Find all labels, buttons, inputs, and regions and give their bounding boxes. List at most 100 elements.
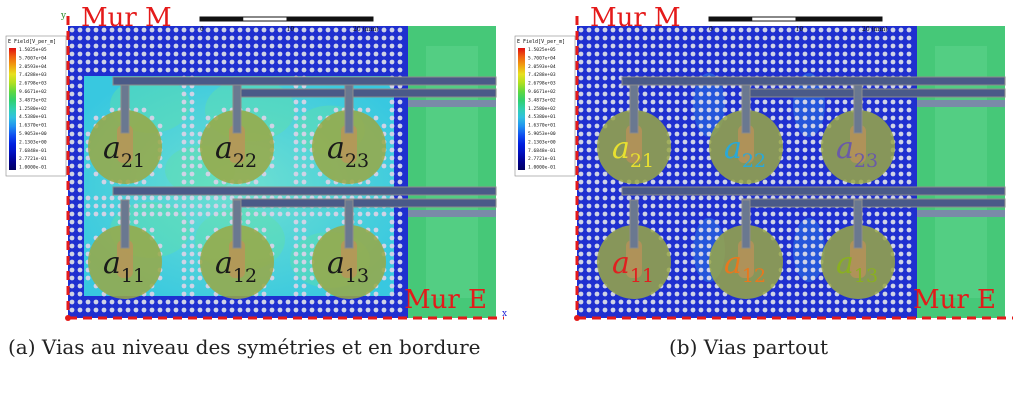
resonator-stub: [853, 199, 863, 249]
resonator-feed: [229, 240, 245, 278]
resonator-feed: [229, 125, 245, 163]
legend-value: 1.0000e-01: [528, 165, 556, 171]
wall-label-top: Mur M: [81, 3, 172, 33]
legend-title: E Field[V_per_m]: [8, 39, 56, 45]
legend-colorbar: [9, 48, 16, 170]
legend-value: 5.7007e+04: [528, 55, 556, 61]
legend-value: 2.7721e-01: [19, 156, 47, 162]
resonator-stub: [344, 199, 354, 249]
via-grid: [578, 27, 912, 313]
legend-value: 1.2580e+02: [528, 106, 556, 112]
resonator-feed: [850, 240, 866, 278]
legend-value: 7.6848e-01: [19, 148, 47, 154]
caption-a: (a) Vias au niveau des symétries et en b…: [8, 335, 481, 359]
caption-b: (b) Vias partout: [669, 335, 829, 359]
legend-value: 3.4873e+02: [528, 97, 556, 103]
scale-tick-label: 0: [200, 26, 204, 33]
legend-value: 2.1303e+00: [528, 139, 556, 145]
wall-label-top: Mur M: [590, 3, 681, 33]
legend-colorbar: [518, 48, 525, 170]
scale-bar: 0 10 20 (mm): [708, 16, 888, 33]
legend-value: 1.6370e+01: [19, 123, 47, 129]
legend-value: 4.5380e+01: [19, 114, 47, 120]
feed-line: [621, 186, 1006, 196]
legend-value: 2.1303e+00: [19, 139, 47, 145]
legend-value: 9.6671e+02: [19, 89, 47, 95]
legend-value: 2.0593e+04: [528, 64, 556, 70]
resonator-stub: [741, 84, 751, 134]
scale-bar: 0 10 20 (mm): [199, 16, 379, 33]
legend-value: 2.0593e+04: [19, 64, 47, 70]
resonator-feed: [850, 125, 866, 163]
feed-line: [741, 198, 1006, 208]
wall-label-right: Mur E: [404, 285, 487, 315]
resonator-feed: [341, 240, 357, 278]
legend-value: 7.6848e-01: [528, 148, 556, 154]
resonator-feed: [117, 240, 133, 278]
feed-line: [408, 100, 496, 107]
resonator-stub: [232, 199, 242, 249]
legend-value: 3.4873e+02: [19, 97, 47, 103]
legend-value: 4.5380e+01: [528, 114, 556, 120]
legend-value: 7.4288e+03: [19, 72, 47, 78]
legend-value: 5.9053e+00: [528, 131, 556, 137]
resonator-feed: [738, 125, 754, 163]
origin-dot: [65, 315, 71, 321]
feed-line: [408, 210, 496, 217]
resonator-stub: [741, 199, 751, 249]
legend-value: 1.6370e+01: [528, 123, 556, 129]
axis-label-x: x: [502, 309, 507, 319]
feed-line: [112, 76, 497, 86]
field-blob: [693, 73, 725, 137]
resonator-stub: [120, 199, 130, 249]
resonator-feed: [341, 125, 357, 163]
origin-dot: [574, 315, 580, 321]
resonator-label-a22: a22: [724, 131, 766, 172]
scale-tick-label: 0: [709, 26, 713, 33]
feed-line: [917, 210, 1005, 217]
legend-value: 7.4288e+03: [528, 72, 556, 78]
right-field-band: [426, 46, 478, 298]
resonator-stub: [853, 84, 863, 134]
feed-line: [741, 88, 1006, 98]
resonator-feed: [117, 125, 133, 163]
scale-tick-label: 20 (mm): [353, 26, 379, 33]
feed-line: [112, 186, 497, 196]
feed-line: [232, 198, 497, 208]
axis-label-y: y: [60, 11, 67, 21]
feed-line: [917, 100, 1005, 107]
feed-line: [232, 88, 497, 98]
legend-value: 5.7007e+04: [19, 55, 47, 61]
color-legend: E Field[V_per_m] 1.5025e+05 5.7007e+04 2.05…: [514, 35, 576, 177]
wall-label-right: Mur E: [913, 285, 996, 315]
resonator-stub: [344, 84, 354, 134]
legend-value: 1.5025e+05: [19, 47, 47, 53]
scale-tick-label: 20 (mm): [862, 26, 888, 33]
legend-value: 2.7721e-01: [528, 156, 556, 162]
legend-value: 9.6671e+02: [528, 89, 556, 95]
legend-title: E Field[V_per_m]: [517, 39, 565, 45]
resonator-stub: [629, 199, 639, 249]
legend-value: 5.9053e+00: [19, 131, 47, 137]
resonator-stub: [629, 84, 639, 134]
legend-value: 1.2580e+02: [19, 106, 47, 112]
resonator-stub: [120, 84, 130, 134]
right-field-band: [935, 46, 987, 298]
resonator-feed: [626, 125, 642, 163]
scale-tick-label: 10: [796, 26, 804, 33]
color-legend: E Field[V_per_m] 1.5025e+05 5.7007e+04 2.05…: [5, 35, 67, 177]
resonator-stub: [232, 84, 242, 134]
legend-value: 2.6798e+03: [19, 81, 47, 87]
scale-tick-label: 10: [287, 26, 295, 33]
legend-value: 1.5025e+05: [528, 47, 556, 53]
legend-value: 2.6798e+03: [528, 81, 556, 87]
resonator-feed: [626, 240, 642, 278]
feed-line: [621, 76, 1006, 86]
legend-value: 1.0000e-01: [19, 165, 47, 171]
field-blob: [793, 218, 825, 282]
resonator-feed: [738, 240, 754, 278]
